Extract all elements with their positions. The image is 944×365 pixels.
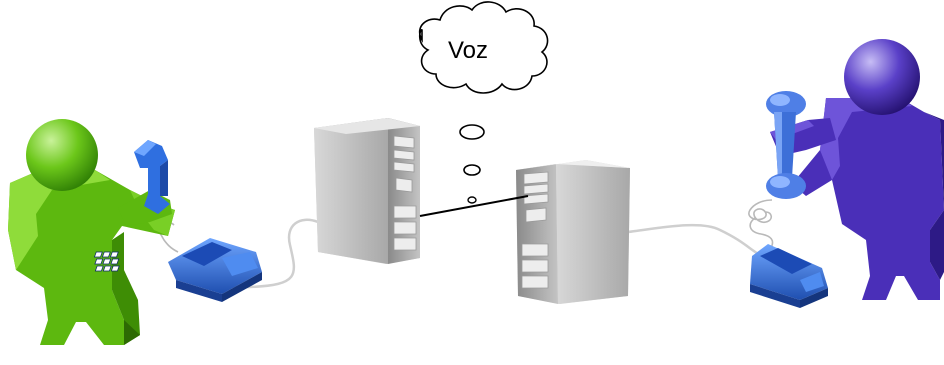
server-left bbox=[314, 118, 420, 264]
speech-bubble: Voz bbox=[418, 1, 549, 204]
head-left bbox=[26, 119, 98, 191]
handset-right bbox=[766, 91, 806, 199]
person-left bbox=[8, 119, 175, 345]
coil-cord-right bbox=[748, 199, 774, 249]
cable-right bbox=[627, 223, 766, 260]
link-servers bbox=[419, 195, 529, 217]
head-right bbox=[844, 39, 920, 115]
server-right bbox=[516, 160, 630, 304]
person-right bbox=[770, 39, 944, 300]
thought-dot-large bbox=[459, 124, 485, 140]
speech-bubble-text: Voz bbox=[448, 37, 488, 64]
handset-left bbox=[134, 140, 170, 214]
thought-dot-small bbox=[467, 196, 477, 204]
desk-phone-right bbox=[750, 244, 828, 308]
thought-dot-medium bbox=[463, 164, 481, 176]
desk-phone-left bbox=[93, 238, 262, 302]
keypad-icon bbox=[93, 251, 120, 272]
